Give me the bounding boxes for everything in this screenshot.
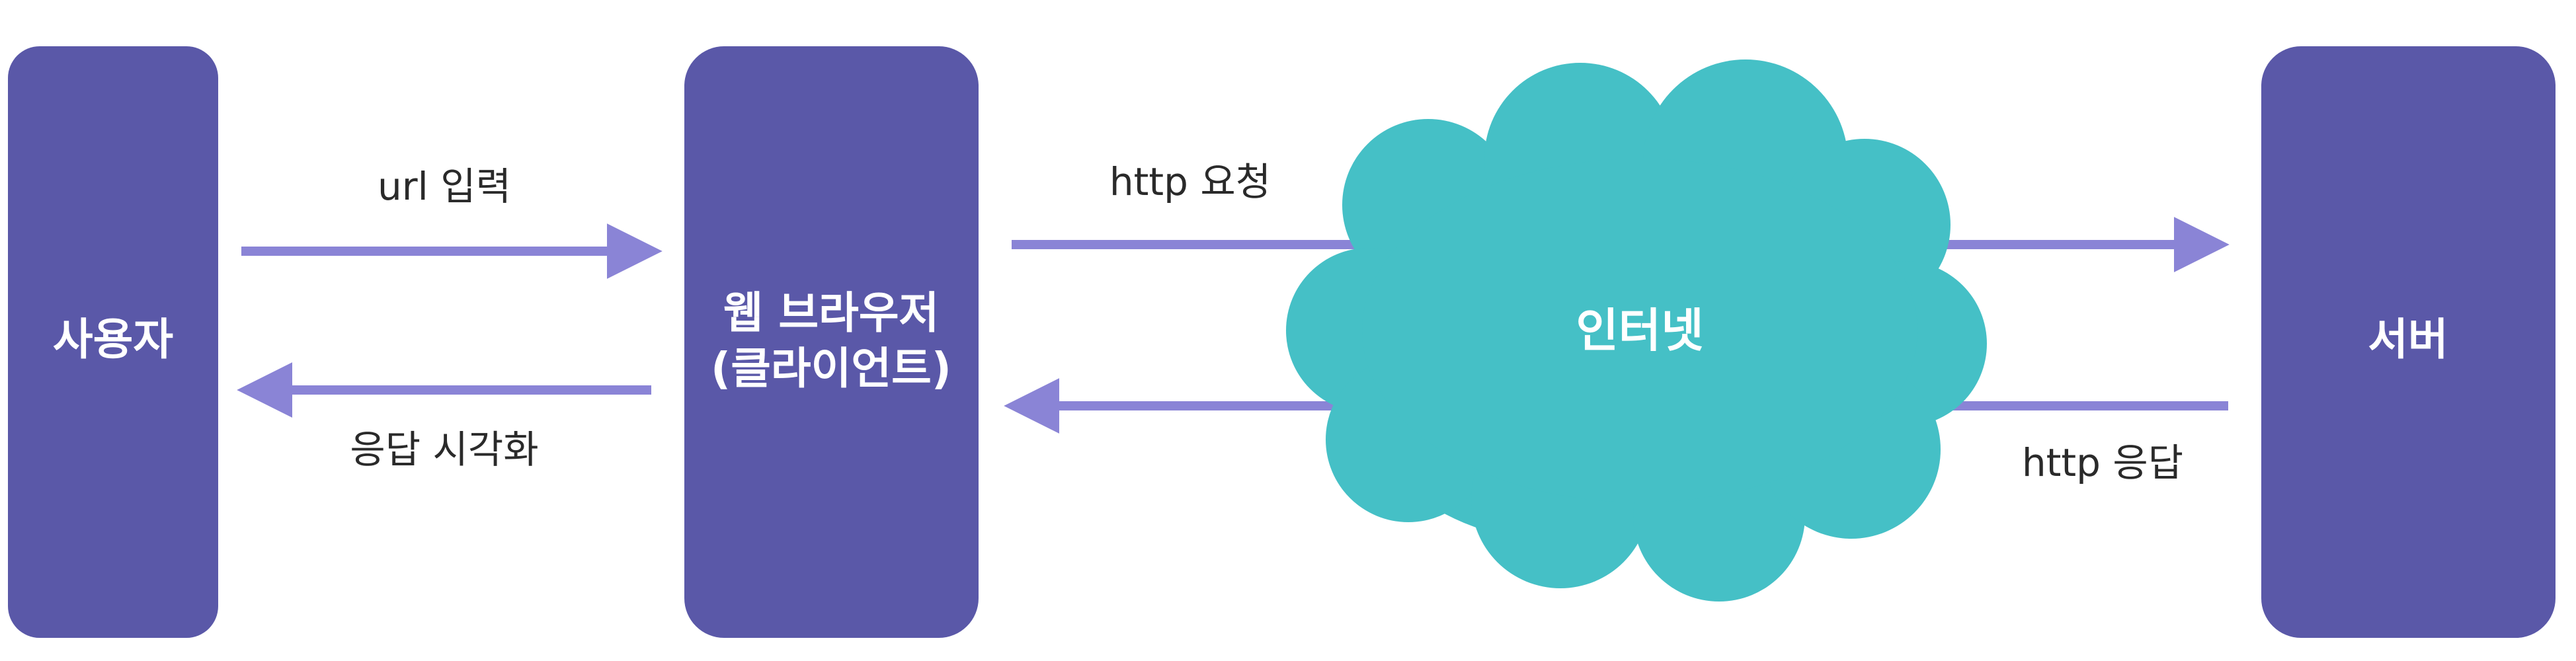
internet-label: 인터넷 (1576, 303, 1703, 358)
label-url-input: url 입력 (378, 164, 511, 209)
user-node: 사용자 (8, 46, 218, 638)
user-box (8, 46, 218, 638)
internet-node: 인터넷 (1286, 59, 1987, 602)
user-label: 사용자 (53, 314, 173, 365)
edge-render-response: 응답 시각화 (237, 362, 651, 472)
server-label: 서버 (2368, 314, 2448, 365)
browser-label-line1: 웹 브라우저 (723, 288, 940, 338)
browser-node: 웹 브라우저 (클라이언트) (684, 46, 979, 638)
label-http-request: http 요청 (1109, 159, 1271, 204)
server-box (2261, 46, 2556, 638)
browser-label-line2: (클라이언트) (711, 343, 951, 394)
label-http-response: http 응답 (2022, 440, 2183, 485)
server-node: 서버 (2261, 46, 2556, 638)
label-render-response: 응답 시각화 (350, 427, 538, 472)
cloud-icon (1286, 59, 1987, 602)
edge-url-input: url 입력 (241, 164, 663, 279)
browser-box (684, 46, 979, 638)
